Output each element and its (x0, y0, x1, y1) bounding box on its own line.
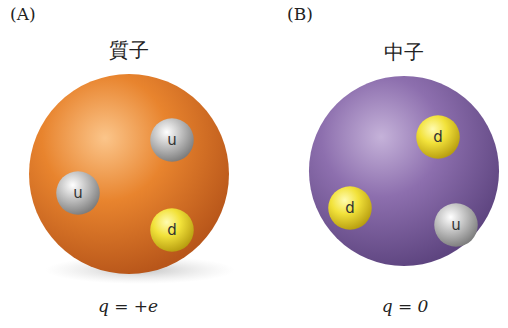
particle-sphere: 質子uud (28, 73, 230, 275)
quark-ball: d (150, 208, 194, 252)
charge-label: q = 0 (382, 296, 429, 316)
panel-letter: (B) (287, 4, 313, 24)
quark-letter: u (451, 218, 461, 233)
quark-letter: d (167, 223, 177, 238)
quark-ball: u (434, 203, 478, 247)
quark-letter: u (73, 186, 83, 201)
quark-letter: u (167, 133, 177, 148)
quark-ball: d (416, 115, 460, 159)
particle-name: 質子 (0, 37, 270, 64)
quark-ball: d (328, 186, 372, 230)
panel-letter: (A) (10, 4, 36, 24)
quark-letter: d (433, 130, 443, 145)
quark-ball: u (150, 118, 194, 162)
quark-letter: d (345, 201, 355, 216)
particle-name: 中子 (268, 39, 508, 66)
particle-sphere: 中子ddu (308, 75, 500, 267)
sphere-shape (28, 73, 230, 275)
charge-label: q = +e (98, 296, 158, 316)
quark-ball: u (56, 171, 100, 215)
